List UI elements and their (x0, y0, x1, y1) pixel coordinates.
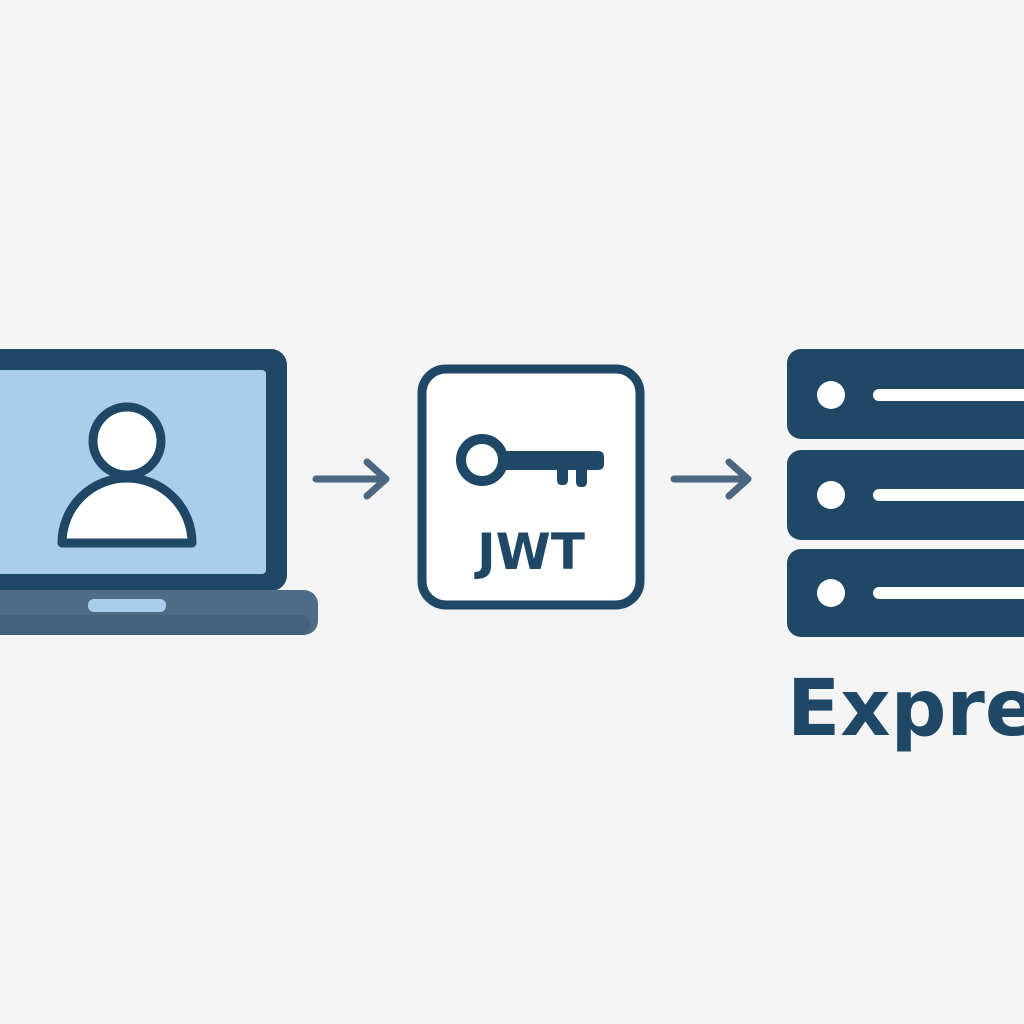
user-body (57, 473, 197, 548)
key-shaft (499, 451, 604, 487)
laptop-user-icon (0, 349, 318, 635)
server-stack-icon (787, 349, 1024, 637)
token-label: JWT (474, 523, 585, 581)
jwt-token-card: JWT (417, 364, 645, 610)
server-label: Express (787, 664, 1024, 754)
laptop-base-shadow (0, 615, 310, 635)
laptop-trackpad-notch (88, 599, 166, 612)
user-head (88, 402, 166, 480)
key-ring (456, 434, 508, 486)
arrow-right-icon (670, 458, 752, 500)
server-unit (787, 549, 1024, 637)
server-unit (787, 349, 1024, 439)
server-unit (787, 450, 1024, 540)
arrow-right-icon (312, 458, 390, 500)
user-icon (57, 402, 197, 548)
token-card-frame (417, 364, 645, 610)
key-icon (456, 434, 604, 487)
